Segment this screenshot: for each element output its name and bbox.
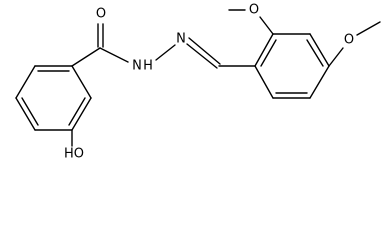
- bond: [328, 47, 344, 67]
- bond: [254, 65, 274, 99]
- imine-double-bond: [188, 37, 221, 65]
- bond: [15, 97, 36, 131]
- bond: [71, 65, 92, 99]
- bond: [155, 44, 176, 61]
- hydroxyl-label: HO: [64, 147, 84, 159]
- dimethoxyphenyl-ring: [254, 33, 330, 99]
- methoxy-right-oxygen-label: O: [344, 33, 354, 48]
- double-bond-inner: [260, 39, 277, 67]
- double-bond-inner: [306, 39, 324, 67]
- chemical-structure: HO O N H N O O: [15, 3, 381, 159]
- double-bond-inner: [21, 97, 39, 126]
- carbonyl-oxygen-label: O: [96, 7, 106, 22]
- bond: [71, 97, 92, 131]
- imine-n-label: N: [176, 32, 186, 47]
- bond: [309, 33, 330, 67]
- bond: [309, 65, 330, 99]
- double-bond-inner: [68, 97, 86, 126]
- methoxy-top-oxygen-label: O: [249, 3, 259, 18]
- nh-n-label: N: [132, 59, 142, 74]
- bond: [71, 47, 101, 67]
- nh-h-label: H: [143, 59, 153, 74]
- imine-double-bond: [186, 43, 218, 69]
- bond: [259, 16, 274, 35]
- bond: [356, 21, 381, 36]
- bond: [15, 65, 36, 99]
- bond: [99, 47, 129, 63]
- salicyl-ring: [15, 65, 92, 131]
- bond: [254, 33, 274, 67]
